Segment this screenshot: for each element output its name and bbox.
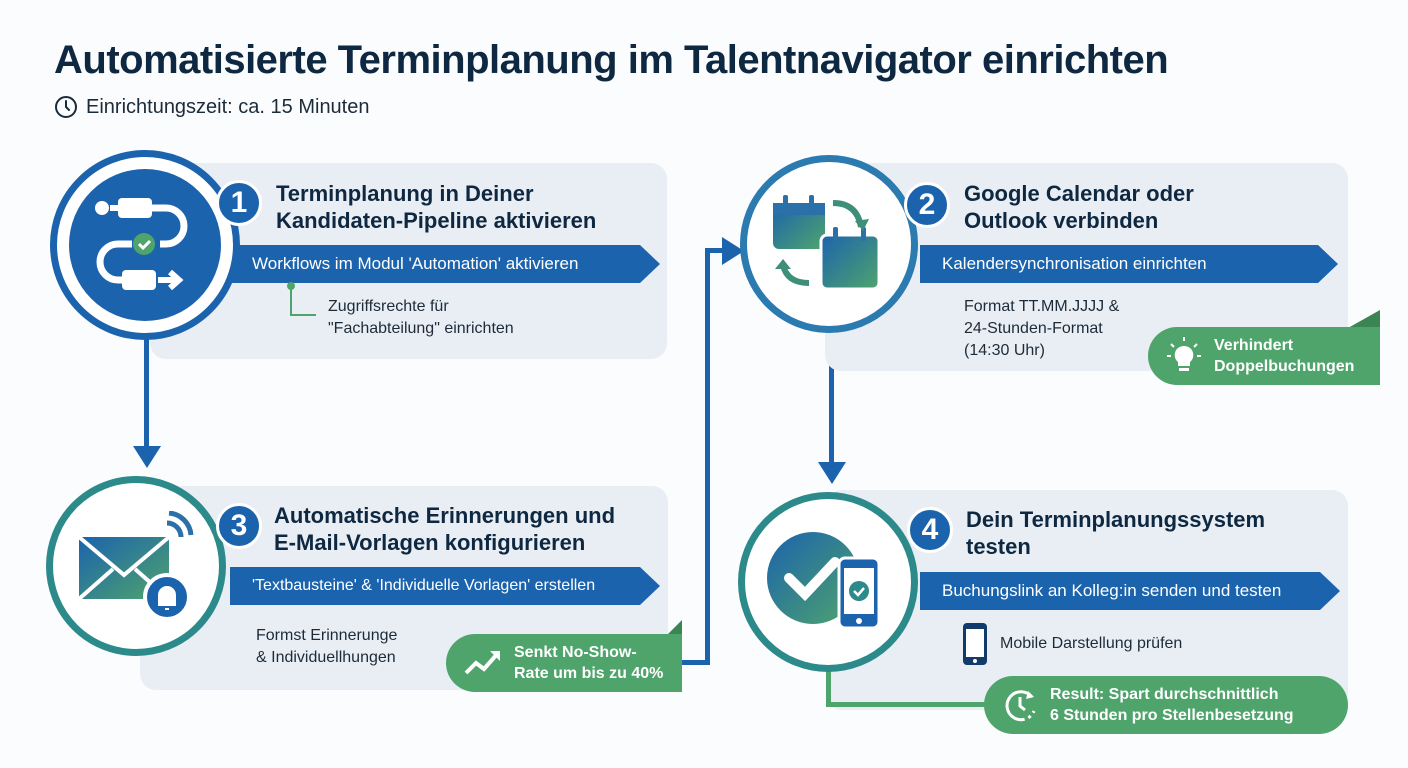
tree-dot bbox=[287, 282, 295, 290]
connector-1-3 bbox=[144, 335, 149, 453]
step-4-number: 4 bbox=[907, 507, 953, 553]
step-1-icon-circle bbox=[50, 150, 240, 340]
connector-2-4 bbox=[829, 330, 834, 468]
trend-up-icon bbox=[464, 651, 500, 675]
step-4-title: Dein Terminplanungssystem testen bbox=[966, 507, 1266, 559]
arrow-down-icon bbox=[818, 462, 846, 484]
step-1-note: Zugriffsrechte für "Fachabteilung" einri… bbox=[328, 298, 514, 337]
step-3-action[interactable]: 'Textbausteine' & 'Individuelle Vorlagen… bbox=[230, 567, 660, 605]
step-1-title: Terminplanung in Deiner Kandidaten-Pipel… bbox=[276, 181, 597, 233]
arrow-down-icon bbox=[133, 446, 161, 468]
step-2-action[interactable]: Kalendersynchronisation einrichten bbox=[920, 245, 1338, 283]
connector-3-2-v bbox=[705, 248, 710, 665]
badge-fold bbox=[668, 620, 682, 634]
step-2-icon-circle bbox=[740, 155, 918, 333]
page-title: Automatisierte Terminplanung im Talentna… bbox=[54, 38, 1169, 82]
smartphone-icon bbox=[963, 623, 987, 665]
calendar-sync-icon bbox=[773, 195, 881, 291]
email-bell-icon bbox=[77, 511, 194, 621]
step-4-badge: Result: Spart durchschnittlich 6 Stunden… bbox=[984, 676, 1348, 734]
step-4-note: Mobile Darstellung prüfen bbox=[1000, 635, 1183, 652]
clock-refresh-icon bbox=[1005, 690, 1036, 722]
step-3-note: Formst Erinnerunge & Individuellhungen bbox=[256, 627, 398, 666]
step-3-title: Automatische Erinnerungen und E-Mail-Vor… bbox=[274, 503, 616, 555]
setup-time: Einrichtungszeit: ca. 15 Minuten bbox=[54, 95, 370, 119]
clock-icon bbox=[55, 96, 77, 118]
connector-3-2-top bbox=[705, 248, 727, 253]
step-1-action[interactable]: Workflows im Modul 'Automation' aktivier… bbox=[230, 245, 660, 283]
check-phone-icon bbox=[767, 532, 881, 630]
arrow-right-icon bbox=[722, 237, 744, 265]
connector-3-2-h bbox=[680, 660, 710, 665]
lightbulb-icon bbox=[1167, 337, 1201, 371]
workflow-icon bbox=[95, 198, 188, 291]
step-2-badge: Verhindert Doppelbuchungen bbox=[1148, 327, 1380, 385]
step-3-number: 3 bbox=[216, 503, 262, 549]
step-2-note: Format TT.MM.JJJJ & 24-Stunden-Format (1… bbox=[964, 298, 1120, 359]
setup-time-text: Einrichtungszeit: ca. 15 Minuten bbox=[86, 95, 370, 118]
step-3-badge: Senkt No-Show- Rate um bis zu 40% bbox=[446, 634, 682, 692]
tree-connector bbox=[290, 286, 316, 316]
mobile-check-row: Mobile Darstellung prüfen bbox=[962, 622, 1182, 666]
step-1-number: 1 bbox=[216, 180, 262, 226]
step-4-icon-circle bbox=[738, 492, 918, 672]
badge-fold bbox=[1348, 310, 1380, 328]
step-3-icon-circle bbox=[46, 476, 226, 656]
step-4-action[interactable]: Buchungslink an Kolleg:in senden und tes… bbox=[920, 572, 1340, 610]
step-2-number: 2 bbox=[904, 182, 950, 228]
result-connector bbox=[826, 650, 996, 707]
step-2-title: Google Calendar oder Outlook verbinden bbox=[964, 181, 1194, 233]
